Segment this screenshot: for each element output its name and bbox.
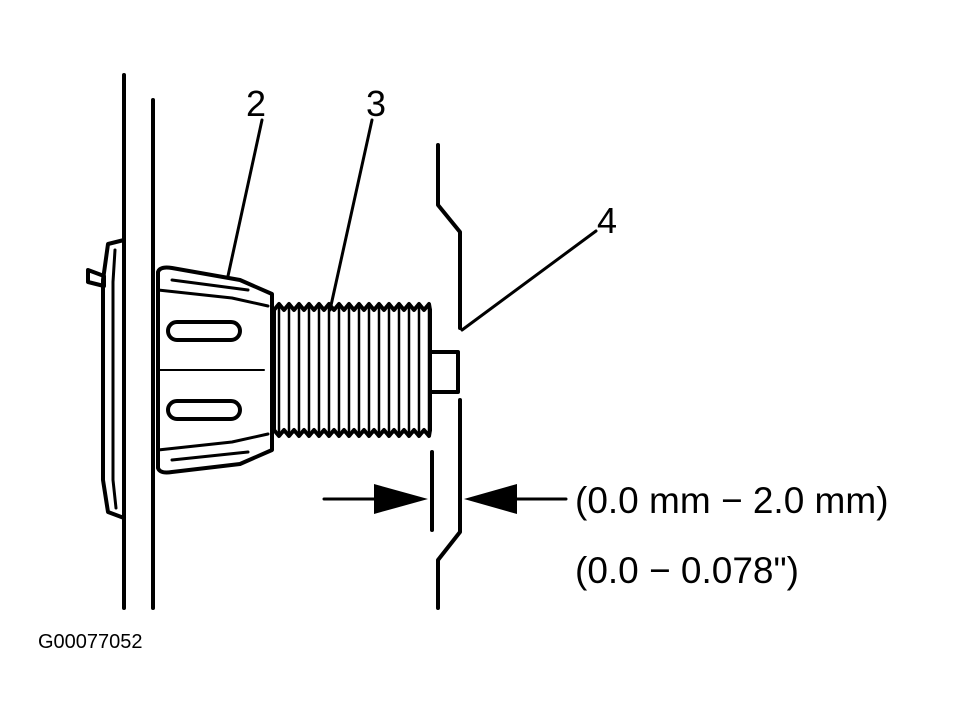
bushing <box>156 265 274 475</box>
mounting-panel <box>122 73 155 610</box>
right-arrowhead <box>464 484 517 514</box>
left-arrowhead <box>374 484 428 514</box>
retaining-flange <box>86 238 126 520</box>
right-panel <box>430 143 462 610</box>
callout-4: 4 <box>597 200 617 241</box>
callout-3: 3 <box>366 83 386 124</box>
callout-2: 2 <box>246 83 266 124</box>
figure-id: G00077052 <box>38 631 143 653</box>
leader-lines <box>226 118 598 332</box>
gap-dimension-arrows <box>322 484 568 514</box>
threaded-shaft <box>272 302 460 438</box>
dimension-imperial: (0.0 − 0.078") <box>575 550 799 591</box>
dimension-metric: (0.0 mm − 2.0 mm) <box>575 480 889 521</box>
